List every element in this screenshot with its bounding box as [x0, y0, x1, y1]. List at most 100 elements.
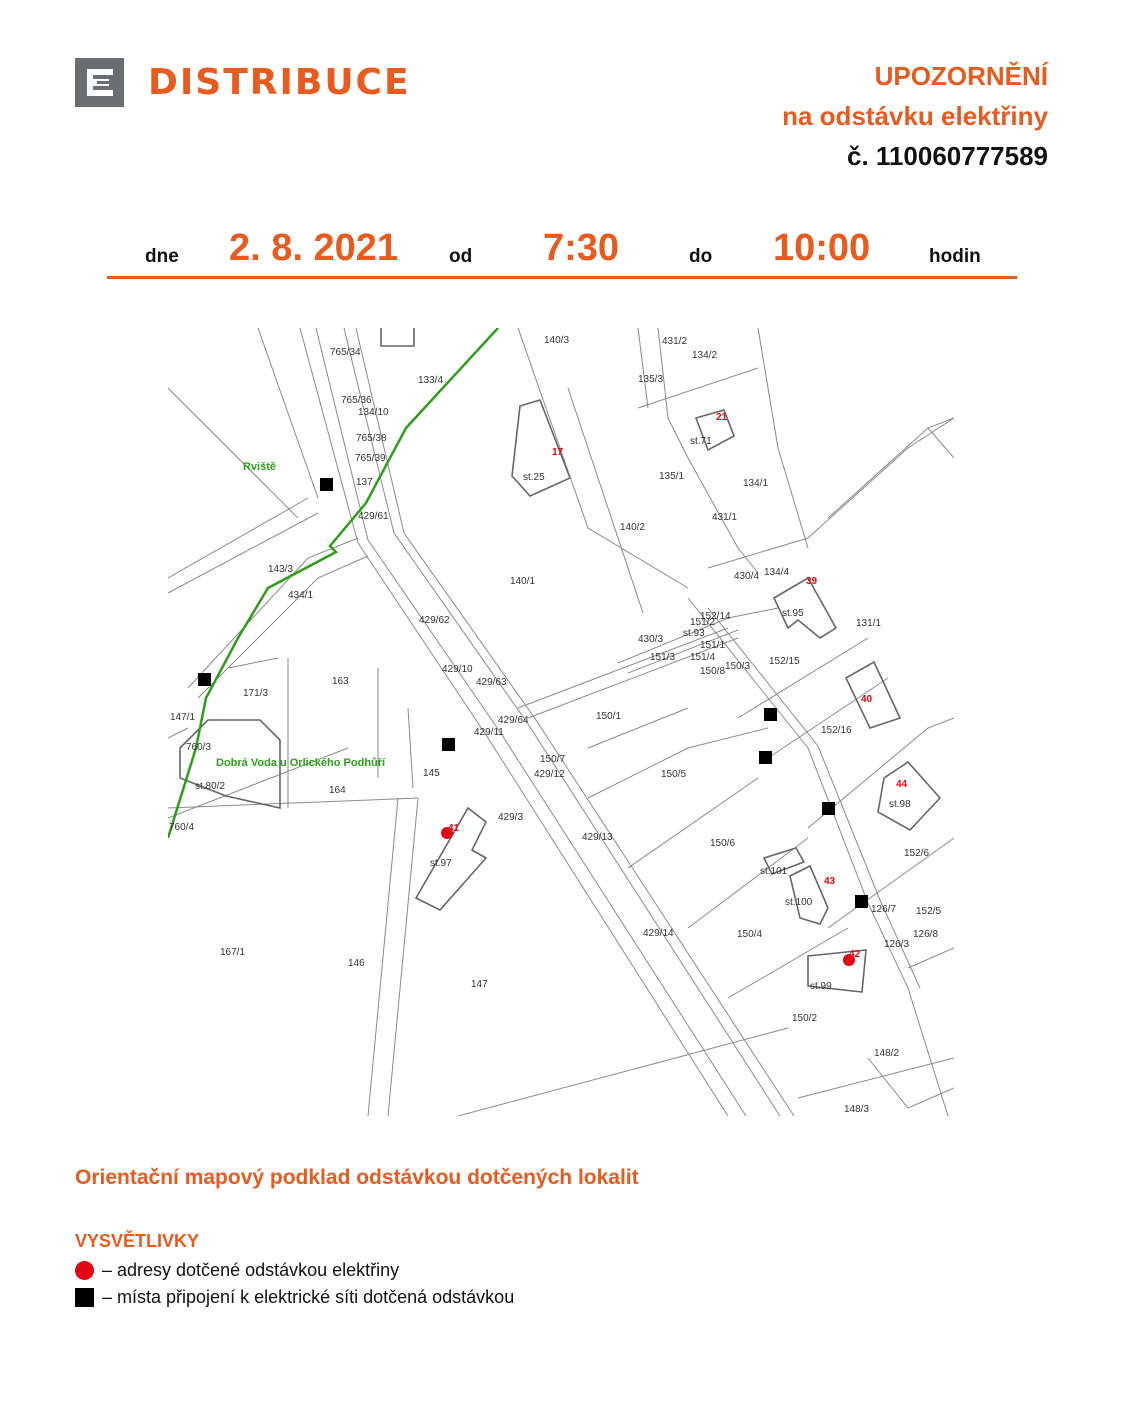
parcel-label: st.93	[683, 628, 705, 639]
logo-mark-icon	[75, 58, 124, 107]
parcel-label: 429/63	[476, 677, 507, 688]
parcel-label: st.99	[810, 981, 832, 992]
parcel-label: 429/64	[498, 715, 529, 726]
connection-point-icon	[759, 751, 772, 764]
municipality-boundary	[166, 327, 499, 839]
address-number: 40	[861, 694, 873, 705]
parcel-label: 134/2	[692, 350, 717, 361]
parcel-label: 152/6	[904, 848, 929, 859]
address-numbers: 17 21 39 40 44 41 43 42	[448, 412, 908, 960]
parcel-label: 150/4	[737, 929, 762, 940]
parcel-label: 430/3	[638, 634, 663, 645]
parcel-label: 126/3	[884, 939, 909, 950]
parcel-label: 429/10	[442, 664, 473, 675]
parcel-label: 151/4	[690, 652, 715, 663]
legend-label: – adresy dotčené odstávkou elektřiny	[102, 1260, 400, 1280]
parcel-label: 134/1	[743, 478, 768, 489]
parcel-label: 164	[329, 785, 346, 796]
label-hours: hodin	[929, 246, 981, 267]
notice-heading: UPOZORNĚNÍ na odstávku elektřiny č. 1100…	[782, 56, 1048, 176]
parcel-label: 133/4	[418, 375, 443, 386]
parcel-label: 434/1	[288, 590, 313, 601]
parcel-label: 765/36	[341, 395, 372, 406]
parcel-label: 143/3	[268, 564, 293, 575]
parcel-label: 126/8	[913, 929, 938, 940]
parcel-label: 146	[348, 958, 365, 969]
label-date: dne	[145, 246, 179, 267]
parcel-label: 150/6	[710, 838, 735, 849]
parcel-label: 431/2	[662, 336, 687, 347]
map-svg: Rviště Dobrá Voda u Orlického Podhůří 76…	[166, 327, 955, 1117]
parcel-label: 429/12	[534, 769, 565, 780]
parcel-label: 150/2	[792, 1013, 817, 1024]
connection-point-icon	[855, 895, 868, 908]
parcel-label: 429/61	[358, 511, 389, 522]
label-from: od	[449, 246, 473, 267]
buildings	[179, 328, 942, 993]
outage-time-from: 7:30	[543, 227, 620, 269]
notice-number: č. 110060777589	[847, 141, 1048, 171]
parcel-label: 429/62	[419, 615, 450, 626]
parcel-label: 150/3	[725, 661, 750, 672]
parcel-label: 152/14	[700, 611, 731, 622]
parcel-label: st.25	[523, 472, 545, 483]
map-caption: Orientační mapový podklad odstávkou dotč…	[75, 1166, 639, 1189]
parcel-label: 429/14	[643, 928, 674, 939]
parcel-label: 152/16	[821, 725, 852, 736]
parcel-label: 765/39	[355, 453, 386, 464]
parcel-label: 760/3	[186, 742, 211, 753]
address-number: 39	[806, 576, 818, 587]
address-number: 42	[849, 949, 861, 960]
parcel-label: 140/1	[510, 576, 535, 587]
parcel-label: 151/3	[650, 652, 675, 663]
parcel-label: st.100	[785, 897, 813, 908]
parcel-label: 167/1	[220, 947, 245, 958]
parcel-label: st.97	[430, 858, 452, 869]
parcel-label: 148/3	[844, 1104, 869, 1115]
parcel-label: 152/5	[916, 906, 941, 917]
address-number: 44	[896, 779, 908, 790]
parcel-label: 134/4	[764, 567, 789, 578]
parcel-label: 150/5	[661, 769, 686, 780]
outage-date: 2. 8. 2021	[229, 227, 399, 269]
black-square-icon	[75, 1288, 94, 1307]
parcel-label: 140/2	[620, 522, 645, 533]
address-marker-icon	[843, 954, 855, 966]
parcel-label: 145	[423, 768, 440, 779]
brand-name: DISTRIBUCE	[148, 62, 411, 103]
connection-point-icon	[442, 738, 455, 751]
red-dot-icon	[75, 1261, 94, 1280]
connection-point-icon	[320, 478, 333, 491]
parcel-label: 150/7	[540, 754, 565, 765]
parcel-label: st.101	[760, 866, 788, 877]
parcel-label: 765/38	[356, 433, 387, 444]
legend-item-address: – adresy dotčené odstávkou elektřiny	[75, 1260, 399, 1281]
parcel-label: 760/4	[169, 822, 194, 833]
parcel-label: 429/3	[498, 812, 523, 823]
parcel-label: st.80/2	[195, 781, 225, 792]
parcel-label: 163	[332, 676, 349, 687]
parcel-label: 150/8	[700, 666, 725, 677]
parcel-label: 135/3	[638, 374, 663, 385]
logo: DISTRIBUCE	[75, 58, 411, 107]
parcel-label: 147/1	[170, 712, 195, 723]
address-marker-icon	[441, 827, 453, 839]
parcel-label: st.71	[690, 436, 712, 447]
cadastral-map: Rviště Dobrá Voda u Orlického Podhůří 76…	[166, 327, 955, 1117]
parcel-label: 126/7	[871, 904, 896, 915]
label-to: do	[689, 246, 713, 267]
parcel-label: 765/34	[330, 347, 361, 358]
parcel-label: 429/11	[474, 727, 504, 738]
parcel-labels: 765/34 140/3 431/2 134/2 133/4 135/3 765…	[169, 335, 941, 1115]
parcel-label: st.95	[782, 608, 804, 619]
parcel-label: 147	[471, 979, 488, 990]
legend-label: – místa připojení k elektrické síti dotč…	[102, 1287, 515, 1307]
connection-point-icon	[198, 673, 211, 686]
place-rviste: Rviště	[243, 461, 276, 473]
address-number: 43	[824, 876, 836, 887]
parcel-label: 131/1	[856, 618, 881, 629]
legend-item-connection: – místa připojení k elektrické síti dotč…	[75, 1287, 514, 1308]
parcel-label: 150/1	[596, 711, 621, 722]
address-number: 41	[448, 823, 460, 834]
notice-subtitle: na odstávku elektřiny	[782, 101, 1048, 131]
